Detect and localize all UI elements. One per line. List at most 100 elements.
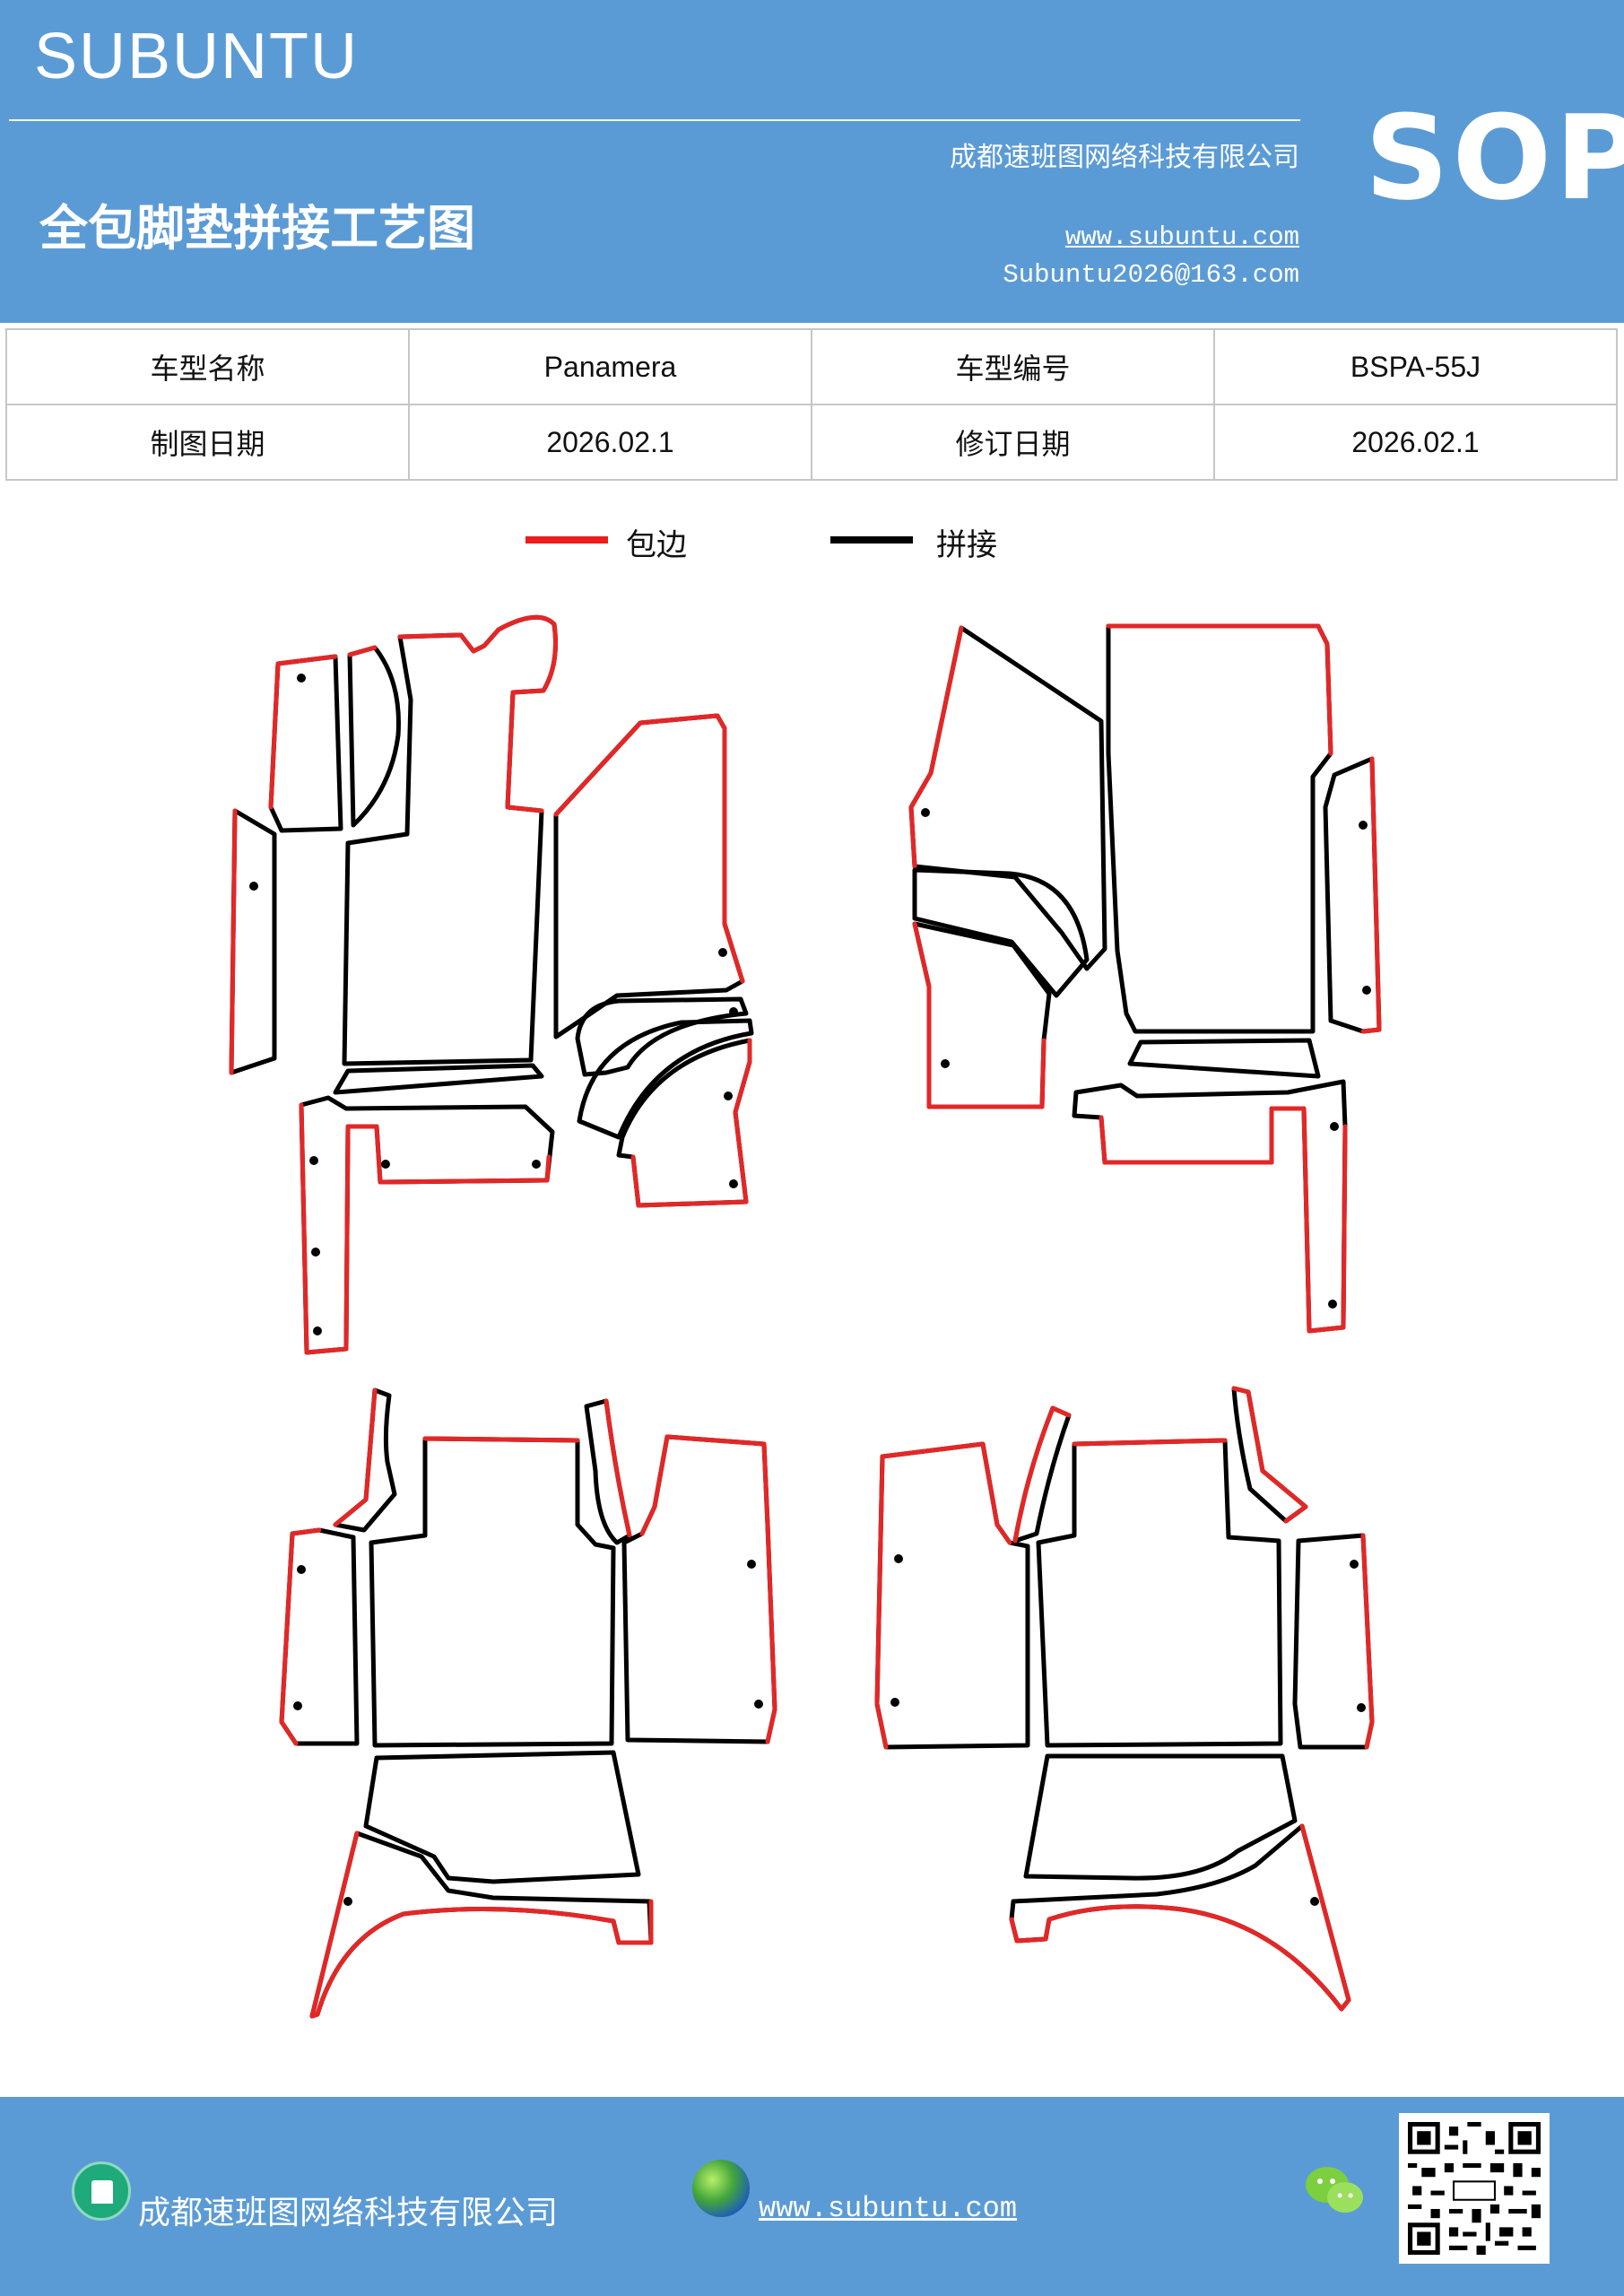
mat-piece [293, 1701, 302, 1710]
mat-piece [908, 625, 964, 869]
mat-piece [342, 614, 558, 1066]
mat-piece [268, 654, 338, 810]
mat-piece [604, 1398, 632, 1538]
mat-piece [268, 654, 343, 833]
footer-banner: 成都速班图网络科技有限公司 www.subuntu.com [0, 2097, 1624, 2296]
wechat-icon [1306, 2167, 1363, 2213]
mat-piece [363, 1750, 641, 1884]
model-code-value: BSPA-55J [1213, 328, 1618, 405]
mat-piece [577, 1018, 754, 1140]
mat-piece [333, 1387, 378, 1527]
mat-piece [333, 1387, 397, 1533]
mat-piece [894, 1554, 903, 1563]
mat-piece [229, 808, 238, 1075]
mat-piece [1127, 1038, 1321, 1079]
mat-piece [890, 1698, 899, 1707]
mat-piece [333, 1063, 544, 1095]
mat-piece [1350, 1560, 1359, 1569]
mat-piece [1012, 1405, 1072, 1544]
header-banner: SUBUNTU 成都速班图网络科技有限公司 全包脚垫拼接工艺图 www.subu… [0, 0, 1624, 323]
mat-piece [941, 1059, 950, 1068]
mat-piece [874, 1441, 1030, 1750]
mat-piece [297, 1565, 306, 1574]
model-code-label: 车型编号 [811, 328, 1215, 405]
mat-piece [1292, 1533, 1375, 1750]
mat-piece [729, 1179, 738, 1188]
mat-piece [1072, 1438, 1228, 1447]
mat-piece [309, 1831, 654, 2019]
mat-piece [1099, 1106, 1348, 1334]
mat-piece [921, 808, 930, 817]
document-title: 全包脚垫拼接工艺图 [39, 199, 475, 257]
mat-piece [553, 713, 745, 984]
mat-piece [1357, 1703, 1366, 1712]
mat-piece [422, 1436, 580, 1443]
table-row: 制图日期 2026.02.1 修订日期 2026.02.1 [5, 404, 1618, 481]
mat-piece [279, 1527, 322, 1746]
edge-legend-label: 包边 [626, 527, 687, 563]
email-address: Subuntu2026@163.com [1003, 260, 1299, 290]
mat-piece [630, 1038, 752, 1208]
seam-line-swatch [830, 536, 913, 544]
rear-right-mat-group [874, 1386, 1375, 2012]
vehicle-info-table: 车型名称 Panamera 车型编号 BSPA-55J 制图日期 2026.02… [5, 328, 1618, 481]
mat-piece [1106, 623, 1333, 756]
mat-piece [309, 1831, 654, 2019]
mat-piece [1023, 1753, 1298, 1881]
mat-piece [299, 1102, 551, 1355]
mat-piece [1036, 1438, 1283, 1748]
mat-piece [1359, 821, 1368, 830]
building-icon [72, 2161, 131, 2221]
draw-date-label: 制图日期 [5, 404, 410, 481]
mat-piece [311, 1248, 320, 1257]
mat-piece [553, 713, 745, 1039]
mat-piece [229, 808, 277, 1075]
mat-piece [381, 1160, 390, 1169]
mat-piece [575, 996, 749, 1077]
footer-company-name: 成都速班图网络科技有限公司 [138, 2195, 559, 2231]
mat-piece [532, 1160, 541, 1169]
mat-piece [621, 1434, 777, 1744]
mat-piece [397, 614, 558, 813]
company-name: 成都速班图网络科技有限公司 [950, 142, 1299, 173]
line-legend: 包边 拼接 [0, 520, 1624, 574]
mat-piece [1360, 1533, 1375, 1750]
mat-piece [347, 645, 378, 657]
front-left-mat-group [229, 614, 754, 1355]
mat-piece [1009, 1823, 1351, 2012]
footer-website-link[interactable]: www.subuntu.com [759, 2192, 1018, 2225]
mat-piece [299, 1095, 555, 1355]
mat-piece [1231, 1386, 1308, 1524]
edge-line-swatch [525, 536, 608, 544]
mat-piece [912, 921, 1052, 1109]
model-name-value: Panamera [408, 328, 812, 405]
seam-legend-label: 拼接 [936, 527, 997, 563]
qr-code-icon [1399, 2113, 1550, 2264]
mat-piece [1328, 1300, 1337, 1309]
revise-date-label: 修订日期 [811, 404, 1215, 481]
mat-piece [874, 1441, 1012, 1750]
website-link[interactable]: www.subuntu.com [1064, 222, 1299, 252]
mat-piece [297, 674, 306, 683]
mat-piece [309, 1156, 318, 1165]
front-right-mat-group [908, 623, 1382, 1334]
mat-piece [347, 645, 401, 828]
mat-piece [1310, 1897, 1319, 1906]
model-name-label: 车型名称 [5, 328, 410, 405]
brand-logo-text: SUBUNTU [34, 21, 360, 92]
mat-piece [1330, 1122, 1339, 1131]
mat-piece [343, 1897, 352, 1906]
floor-mat-diagram [229, 614, 1382, 2019]
mat-piece [912, 921, 1046, 1109]
mat-piece [639, 1434, 777, 1744]
mat-piece [313, 1326, 322, 1335]
mat-piece [747, 1560, 756, 1569]
sop-badge: SOP [1365, 90, 1624, 226]
mat-piece [1362, 986, 1371, 995]
mat-piece [369, 1436, 616, 1748]
mat-piece [718, 948, 727, 957]
globe-icon [692, 2160, 750, 2217]
mat-piece [729, 1007, 738, 1016]
rear-left-mat-group [279, 1387, 777, 2019]
header-divider [9, 119, 1300, 121]
